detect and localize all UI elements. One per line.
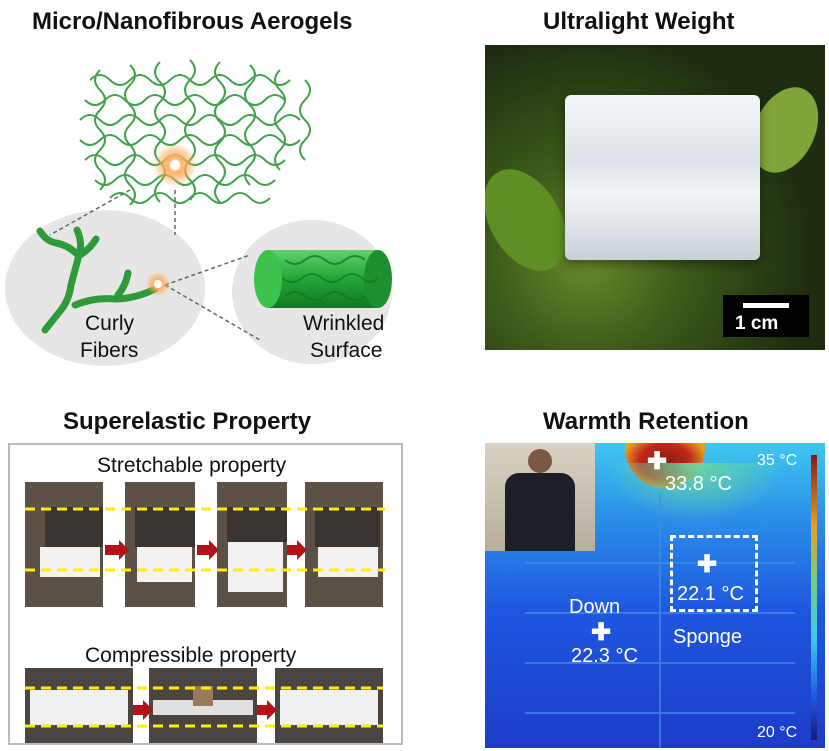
wrinkled-label-line2: Surface	[310, 339, 383, 362]
neck-temp-label: 33.8 °C	[665, 473, 732, 495]
wrinkled-label-line1: Wrinkled	[303, 312, 385, 335]
curly-fibers-ellipse	[5, 210, 205, 366]
ultralight-photo: 1 cm	[485, 45, 825, 350]
down-crosshair-icon: ✚	[591, 619, 612, 646]
aerogel-illustration	[5, 59, 392, 366]
compress-arrow-1	[133, 700, 153, 720]
down-label: Down	[569, 596, 621, 618]
down-temp-label: 22.3 °C	[571, 645, 638, 667]
neck-crosshair-icon: ✚	[647, 448, 668, 475]
superelastic-frame	[8, 443, 403, 745]
stretch-arrow-1	[105, 540, 129, 560]
shoulder-band	[605, 463, 785, 523]
compress-label: Compressible property	[85, 644, 297, 667]
temperature-color-scale	[811, 455, 817, 740]
person-photo-inset	[485, 443, 595, 551]
sponge-crosshair-icon: ✚	[697, 551, 718, 578]
scale-bar-label: 1 cm	[735, 313, 779, 334]
stretch-arrow-3	[287, 540, 307, 560]
scale-bar-box	[723, 295, 809, 337]
compress-arrow-2	[257, 700, 277, 720]
scale-bar-line	[743, 303, 789, 308]
sponge-temp-label: 22.1 °C	[677, 583, 744, 605]
stretch-arrow-2	[197, 540, 219, 560]
curly-label-line1: Curly	[85, 312, 135, 335]
wrinkled-cylinder-icon	[254, 250, 392, 308]
curly-label-line2: Fibers	[80, 339, 139, 362]
curly-fiber-icon	[36, 226, 159, 334]
ultralight-title: Ultralight Weight	[543, 8, 735, 35]
aerogel-sample	[565, 95, 760, 260]
compress-sequence	[25, 668, 383, 743]
fiber-network	[79, 59, 311, 206]
stretch-label: Stretchable property	[97, 454, 287, 477]
sponge-region-box	[670, 535, 758, 612]
scale-max-label: 35 °C	[757, 452, 798, 469]
scale-min-label: 20 °C	[757, 724, 798, 741]
warmth-title: Warmth Retention	[543, 408, 749, 435]
aerogel-title: Micro/Nanofibrous Aerogels	[32, 8, 353, 35]
sponge-label: Sponge	[673, 626, 742, 648]
thermal-image: 35 °C 20 °C ✚ 33.8 °C ✚ 22.1 °C Sponge D…	[485, 443, 825, 748]
superelastic-title: Superelastic Property	[63, 408, 312, 435]
stretch-sequence	[25, 482, 385, 607]
